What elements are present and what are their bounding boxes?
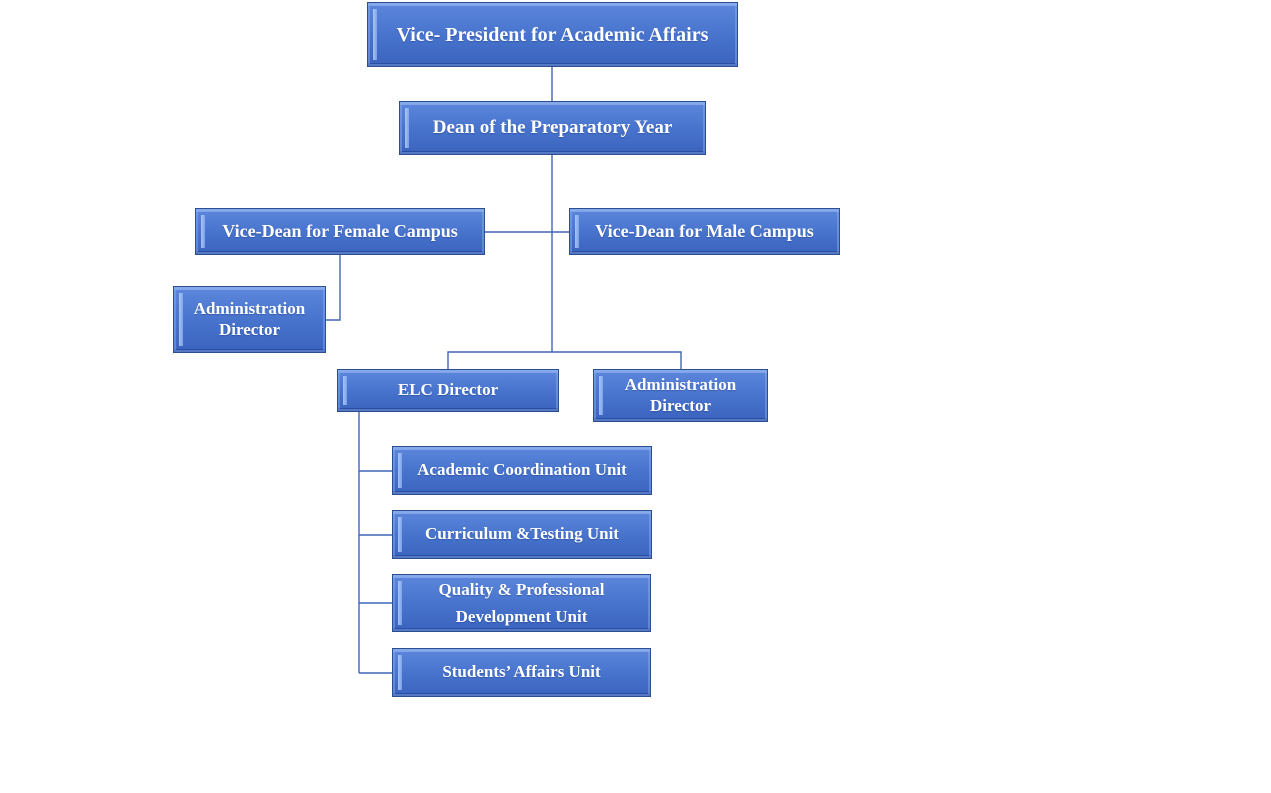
node-dean-label: Dean of the Preparatory Year bbox=[432, 116, 673, 138]
node-vice-dean-female: Vice-Dean for Female Campus bbox=[195, 208, 485, 255]
connector-bus bbox=[447, 351, 682, 369]
node-vice-dean-male: Vice-Dean for Male Campus bbox=[569, 208, 840, 255]
node-students-affairs-unit: Students’ Affairs Unit bbox=[392, 648, 651, 697]
node-admin-director-label: Administration Director bbox=[624, 375, 737, 415]
node-academic-coordination-unit: Academic Coordination Unit bbox=[392, 446, 652, 495]
node-admin-director-female: Administration Director bbox=[173, 286, 326, 353]
node-admin-director-female-label: Administration Director bbox=[193, 299, 306, 339]
node-quality-professional-unit-label: Quality & Professional Development Unit bbox=[438, 579, 605, 626]
node-academic-coordination-unit-label: Academic Coordination Unit bbox=[417, 460, 627, 480]
node-students-affairs-unit-label: Students’ Affairs Unit bbox=[442, 662, 601, 682]
node-vice-president-label: Vice- President for Academic Affairs bbox=[396, 23, 709, 46]
node-elc-director-label: ELC Director bbox=[397, 380, 499, 400]
node-dean: Dean of the Preparatory Year bbox=[399, 101, 706, 155]
node-curriculum-testing-unit: Curriculum &Testing Unit bbox=[392, 510, 652, 559]
node-vice-president: Vice- President for Academic Affairs bbox=[367, 2, 738, 67]
node-vice-dean-female-label: Vice-Dean for Female Campus bbox=[222, 220, 458, 241]
node-elc-director: ELC Director bbox=[337, 369, 559, 412]
connector-female-admin bbox=[325, 255, 341, 321]
node-curriculum-testing-unit-label: Curriculum &Testing Unit bbox=[425, 524, 619, 544]
node-admin-director: Administration Director bbox=[593, 369, 768, 422]
node-vice-dean-male-label: Vice-Dean for Male Campus bbox=[595, 220, 814, 241]
node-quality-professional-unit: Quality & Professional Development Unit bbox=[392, 574, 651, 632]
